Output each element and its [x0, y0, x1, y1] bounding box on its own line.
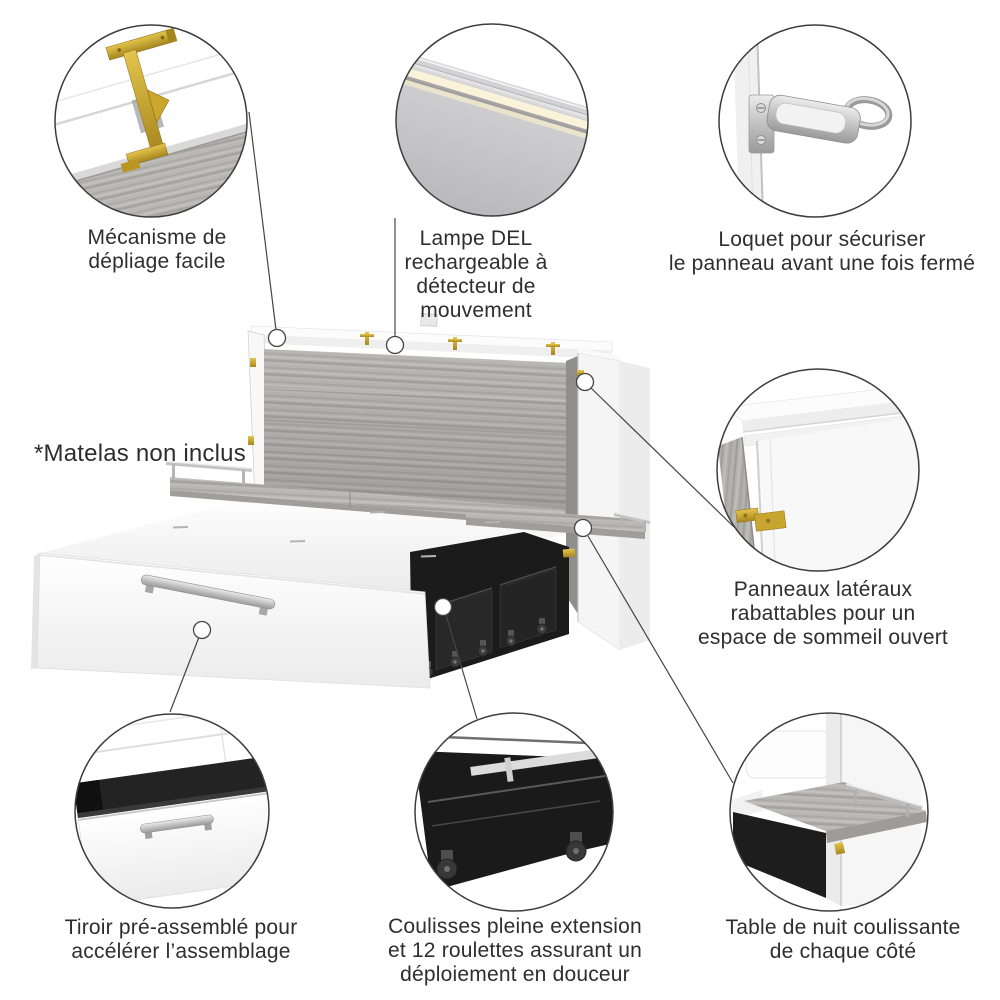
mattress-retainer-clips	[172, 511, 501, 558]
label-line: et 12 roulettes assurant un	[387, 939, 643, 962]
callout-label-mechanism: Mécanisme de dépliage facile	[88, 226, 227, 274]
anchor-dot-drawer	[192, 620, 212, 640]
bed-illustration	[31, 313, 651, 689]
leader-lines	[169, 111, 735, 784]
label-line: déploiement en douceur	[400, 963, 630, 986]
label-line: dépliage facile	[88, 250, 226, 273]
leader-line-side-panels	[590, 387, 735, 528]
drawer-opening	[75, 756, 269, 818]
anchor-dot-slides	[433, 597, 453, 617]
caster-wheel	[565, 832, 587, 862]
drawer-front	[36, 552, 431, 689]
callout-label-led-lamp: Lampe DEL rechargeable à détecteur de mo…	[405, 227, 548, 323]
anchor-dot-led-lamp	[385, 335, 405, 355]
under-bed-mechanism	[410, 532, 576, 684]
mattress-note: *Matelas non inclus	[34, 440, 246, 467]
label-line: mouvement	[420, 299, 532, 322]
metal-latch	[748, 94, 893, 154]
drawer-handle	[140, 574, 276, 616]
label-line: accélérer l’assemblage	[71, 940, 291, 963]
side-cabinet-side	[620, 361, 650, 650]
anchor-dot-mechanism	[267, 328, 287, 348]
label-line: Panneaux latéraux	[733, 578, 913, 601]
caster-wheel	[436, 850, 458, 880]
label-line: Mécanisme de	[87, 226, 227, 249]
slide-rail	[427, 774, 613, 803]
leader-line-nightstand	[587, 535, 734, 784]
callout-label-side-panels: Panneaux latéraux rabattables pour un es…	[698, 578, 948, 650]
anchor-dot-nightstand	[573, 518, 593, 538]
callout-photo-slides	[414, 712, 614, 912]
callout-label-latch: Loquet pour sécuriser le panneau avant u…	[669, 228, 975, 276]
side-cabinet-top	[578, 348, 620, 361]
brass-hinges-top	[248, 332, 584, 445]
label-line: le panneau avant une fois fermé	[668, 252, 976, 275]
callout-label-drawer: Tiroir pré-assemblé pour accélérer l’ass…	[65, 916, 298, 964]
callout-photo-nightstand	[729, 712, 929, 912]
nightstand-tray	[744, 782, 926, 831]
cabinet-top-edge	[251, 335, 612, 359]
side-cabinet-front	[577, 352, 621, 651]
drawer-front-side	[31, 553, 40, 669]
callout-photo-mechanism	[54, 24, 248, 218]
leader-line-slides	[445, 614, 478, 720]
brass-hinge	[735, 507, 787, 532]
drawer-mini-handle	[139, 814, 214, 834]
label-line: Loquet pour sécuriser	[718, 228, 926, 251]
callout-photo-side-panels	[716, 368, 920, 572]
brass-hinge-right	[562, 548, 576, 558]
label-line: de chaque côté	[769, 940, 917, 963]
brass-bracket	[105, 27, 178, 173]
anchor-dot-side-panels	[575, 372, 595, 392]
right-nightstand-tray	[466, 506, 651, 539]
label-line: espace de sommeil ouvert	[698, 626, 948, 649]
label-line: détecteur de	[416, 275, 536, 298]
label-line: Lampe DEL	[419, 227, 533, 250]
motion-sensor-dot	[396, 64, 398, 70]
label-line: Table de nuit coulissante	[725, 916, 961, 939]
led-strip	[396, 53, 588, 142]
label-line: Coulisses pleine extension	[388, 915, 642, 938]
label-line: Tiroir pré-assemblé pour	[64, 916, 298, 939]
leader-line-drawer	[169, 636, 200, 713]
callout-photo-drawer	[74, 713, 270, 909]
anchor-dots	[192, 328, 595, 640]
callout-label-nightstand: Table de nuit coulissante de chaque côté	[726, 916, 961, 964]
callout-label-slides: Coulisses pleine extension et 12 roulett…	[388, 915, 642, 987]
callout-photo-latch	[718, 24, 912, 218]
label-line: rechargeable à	[404, 251, 548, 274]
mattress-corner	[745, 730, 831, 779]
label-line: rabattables pour un	[730, 602, 916, 625]
led-housing-tab	[420, 313, 438, 327]
callout-photo-led-lamp	[395, 23, 589, 217]
leader-line-mechanism	[248, 111, 277, 331]
